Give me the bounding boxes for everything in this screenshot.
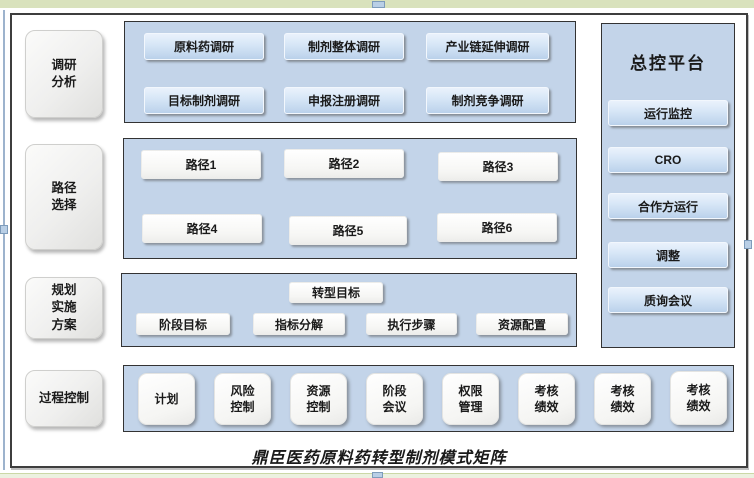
process-button[interactable]: 风险 控制 [214,373,271,425]
control-button[interactable]: 运行监控 [608,100,728,126]
research-button[interactable]: 产业链延伸调研 [426,33,549,60]
plan-button[interactable]: 阶段目标 [136,313,230,335]
plan-button[interactable]: 指标分解 [253,313,345,335]
stage-label: 调研 分析 [51,57,77,90]
research-button[interactable]: 制剂竞争调研 [426,87,549,114]
stage-box-plan[interactable]: 规划 实施 方案 [25,277,103,339]
path-button[interactable]: 路径3 [438,152,558,181]
process-button[interactable]: 资源 控制 [290,373,347,425]
process-panel[interactable]: 计划 风险 控制 资源 控制 阶段 会议 权限 管理 考核 绩效 考核 绩效 考… [123,365,734,432]
stage-box-process[interactable]: 过程控制 [25,370,103,427]
path-button[interactable]: 路径5 [289,216,407,245]
control-panel[interactable]: 总控平台 运行监控 CRO 合作方运行 调整 质询会议 [601,23,735,348]
plan-top-button[interactable]: 转型目标 [289,282,383,303]
research-button[interactable]: 目标制剂调研 [144,87,264,114]
stage-label: 路径 选择 [51,180,77,213]
stage-box-path[interactable]: 路径 选择 [25,144,103,250]
research-panel[interactable]: 原料药调研 制剂整体调研 产业链延伸调研 目标制剂调研 申报注册调研 制剂竞争调… [124,21,576,123]
selection-handle-top[interactable] [372,1,385,8]
control-panel-title: 总控平台 [630,54,706,73]
plan-button[interactable]: 资源配置 [476,313,568,335]
stage-label: 规划 实施 方案 [51,282,77,332]
plan-panel[interactable]: 转型目标 阶段目标 指标分解 执行步骤 资源配置 [121,273,577,347]
path-button[interactable]: 路径2 [284,149,404,178]
path-button[interactable]: 路径6 [437,213,557,242]
control-button[interactable]: 合作方运行 [608,193,728,219]
control-button[interactable]: CRO [608,147,728,173]
stage-box-research[interactable]: 调研 分析 [25,30,103,118]
process-button[interactable]: 计划 [138,373,195,425]
diagram-caption: 鼎臣医药原料药转型制剂模式矩阵 [251,450,507,467]
process-button[interactable]: 考核 绩效 [594,373,651,425]
selection-handle-left[interactable] [0,225,8,234]
research-button[interactable]: 原料药调研 [144,33,264,60]
selection-handle-bottom[interactable] [372,472,383,478]
research-button[interactable]: 申报注册调研 [284,87,404,114]
stage-label: 过程控制 [38,390,89,405]
selection-handle-right[interactable] [744,240,752,249]
path-button[interactable]: 路径1 [141,150,261,179]
path-button[interactable]: 路径4 [142,214,262,243]
process-button[interactable]: 考核 绩效 [670,371,727,425]
process-button[interactable]: 考核 绩效 [518,373,575,425]
control-button[interactable]: 质询会议 [608,287,728,313]
selection-boundary-line [3,10,5,470]
process-button[interactable]: 阶段 会议 [366,373,423,425]
control-button[interactable]: 调整 [608,242,728,268]
process-button[interactable]: 权限 管理 [442,373,499,425]
research-button[interactable]: 制剂整体调研 [284,33,404,60]
plan-button[interactable]: 执行步骤 [366,313,457,335]
path-panel[interactable]: 路径1 路径2 路径3 路径4 路径5 路径6 [123,138,577,259]
